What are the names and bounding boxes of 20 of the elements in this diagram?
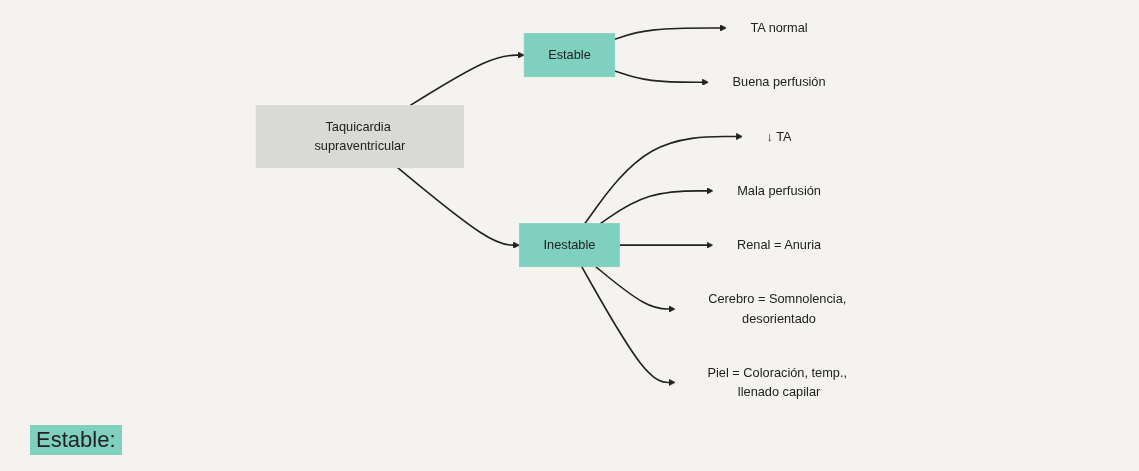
arrow — [594, 265, 676, 313]
arrow — [584, 133, 743, 225]
note-heading: Estable: — [30, 425, 122, 455]
node-box: Estable — [523, 33, 616, 78]
arrow — [409, 51, 525, 107]
node-text: Piel = Coloración, temp., llenado capilar — [707, 365, 848, 399]
node-text: TA normal — [750, 20, 808, 35]
arrow — [613, 24, 727, 41]
arrow — [580, 265, 676, 386]
node-text: Buena perfusión — [732, 75, 826, 89]
arrow — [618, 241, 714, 249]
node-box: Taquicardia supraventricular — [255, 105, 465, 169]
node-text: Cerebro = Somnolencia, desorientado — [708, 292, 847, 325]
arrow — [613, 70, 709, 86]
node-box: Inestable — [519, 223, 620, 268]
node-text: Mala perfusión — [737, 183, 821, 198]
node-text: Renal = Anuria — [736, 237, 822, 252]
node-text: ↓ TA — [766, 129, 792, 143]
arrow — [599, 187, 714, 225]
arrow — [396, 166, 520, 249]
